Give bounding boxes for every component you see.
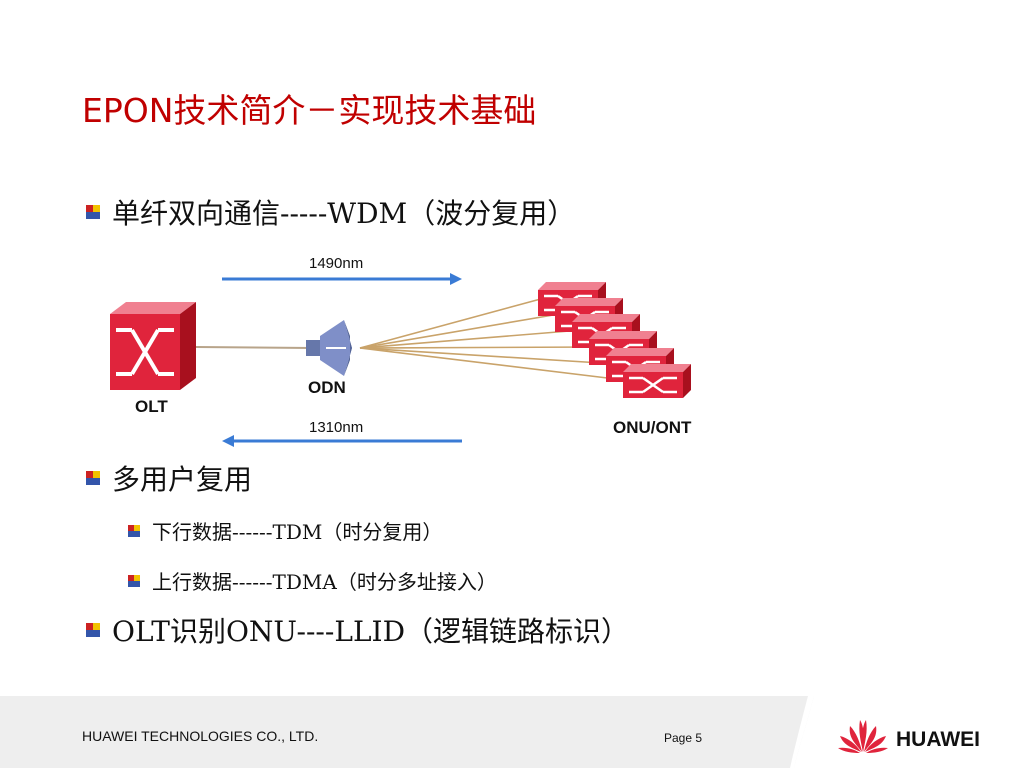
bullet-multiuser: 多用户复用 xyxy=(84,458,252,498)
sub-bullet-upstream-text: 上行数据------TDMA（时分多址接入） xyxy=(152,570,497,594)
olt-switch-icon xyxy=(110,302,196,390)
downstream-arrow xyxy=(222,273,462,285)
sub-bullet-downstream: 下行数据------TDM（时分复用） xyxy=(126,516,442,545)
sub-bullet-upstream: 上行数据------TDMA（时分多址接入） xyxy=(126,566,497,595)
sub-bullet-downstream-text: 下行数据------TDM（时分复用） xyxy=(152,520,443,544)
bullet-multiuser-text: 多用户复用 xyxy=(112,463,253,496)
upstream-arrow xyxy=(222,435,462,447)
bullet-llid: OLT识别ONU----LLID（逻辑链路标识） xyxy=(84,610,629,650)
downstream-wavelength-label: 1490nm xyxy=(309,255,364,272)
page-title: EPON技术简介－实现技术基础 xyxy=(82,91,537,130)
bullet-square-icon xyxy=(86,623,100,637)
bullet-wdm: 单纤双向通信-----WDM（波分复用） xyxy=(84,192,575,232)
onu-switch-stack xyxy=(538,282,691,398)
footer-company: HUAWEI TECHNOLOGIES CO., LTD. xyxy=(82,728,319,744)
splitter-icon xyxy=(306,320,352,376)
feeder-fiber xyxy=(195,346,313,349)
footer-page-number: Page 5 xyxy=(664,731,703,745)
bullet-square-icon xyxy=(128,524,140,537)
bullet-llid-text: OLT识别ONU----LLID（逻辑链路标识） xyxy=(112,615,630,648)
huawei-logo-text: HUAWEI xyxy=(896,728,980,751)
upstream-wavelength-label: 1310nm xyxy=(309,419,364,436)
bullet-square-icon xyxy=(128,574,140,587)
drop-fibers xyxy=(359,296,633,382)
onu-switch-icon xyxy=(623,364,691,398)
bullet-square-icon xyxy=(86,471,100,485)
huawei-flower-icon xyxy=(838,720,888,753)
odn-label: ODN xyxy=(308,378,346,397)
olt-label: OLT xyxy=(135,397,168,416)
bullet-square-icon xyxy=(86,205,100,219)
bullet-wdm-text: 单纤双向通信-----WDM（波分复用） xyxy=(112,197,576,230)
epon-diagram xyxy=(110,273,691,447)
onu-label: ONU/ONT xyxy=(613,418,692,437)
